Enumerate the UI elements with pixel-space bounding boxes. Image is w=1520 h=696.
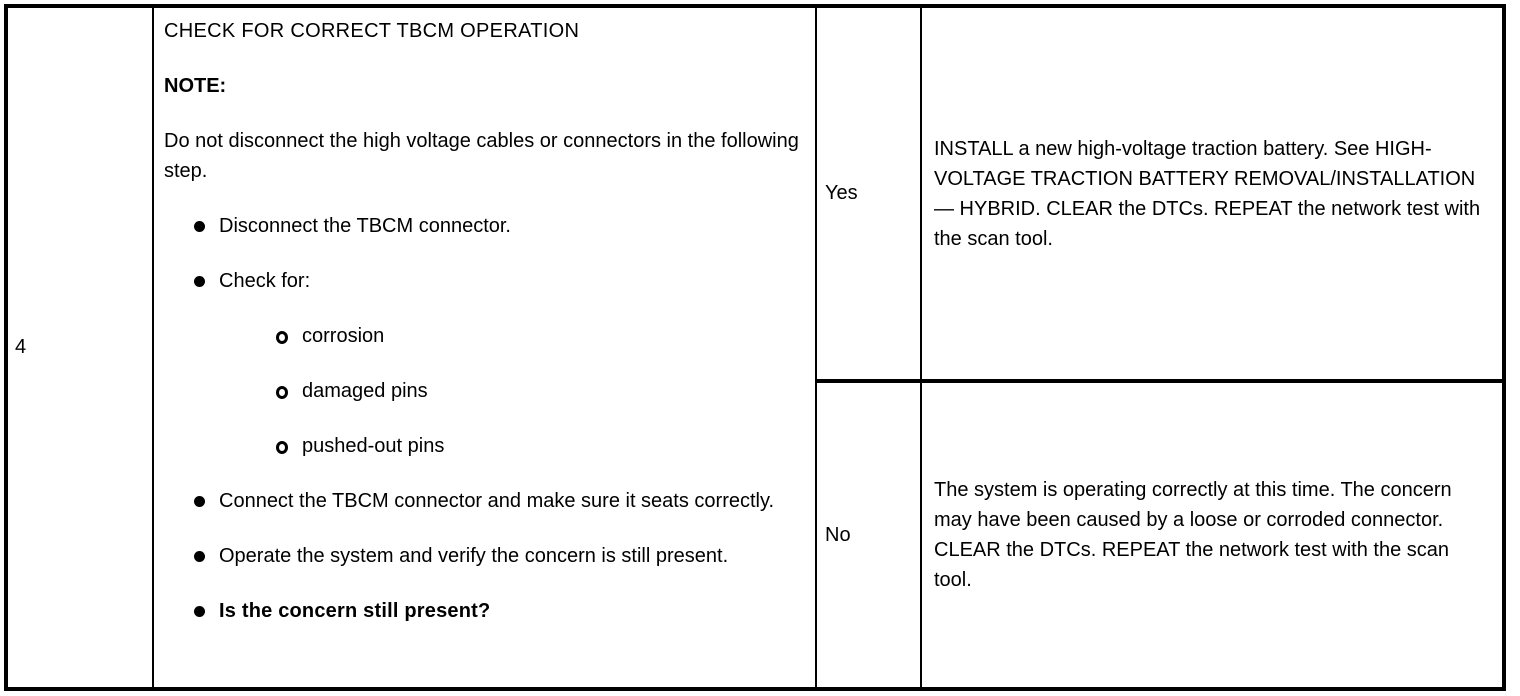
- checklist-item-text: Operate the system and verify the concer…: [219, 545, 729, 567]
- checklist-subitem: corrosion: [276, 321, 805, 351]
- result-cell-no: The system is operating correctly at thi…: [922, 383, 1502, 687]
- circle-bullet-icon: [276, 386, 288, 399]
- checklist-subitem: damaged pins: [276, 376, 805, 406]
- checklist-item-text: Check for:: [219, 270, 311, 292]
- bullet-icon: [194, 221, 205, 232]
- answer-cell-yes: Yes: [817, 8, 922, 383]
- checklist-item-text: Is the concern still present?: [219, 600, 491, 622]
- result-text-yes: INSTALL a new high-voltage traction batt…: [934, 137, 1481, 250]
- circle-bullet-icon: [276, 331, 288, 344]
- bullet-icon: [194, 606, 205, 617]
- checklist-item: Disconnect the TBCM connector.: [194, 211, 805, 241]
- checklist-item-text: damaged pins: [302, 380, 428, 402]
- checklist-subitem: pushed-out pins: [276, 431, 805, 461]
- bullet-icon: [194, 551, 205, 562]
- result-text-no: The system is operating correctly at thi…: [934, 479, 1452, 591]
- checklist-item-text: Disconnect the TBCM connector.: [219, 215, 511, 237]
- note-label: NOTE:: [164, 75, 227, 97]
- checklist-item-text: corrosion: [302, 325, 385, 347]
- step-number-cell: 4: [8, 8, 154, 687]
- result-cell-yes: INSTALL a new high-voltage traction batt…: [922, 8, 1502, 383]
- checklist: Disconnect the TBCM connector. Check for…: [164, 211, 805, 626]
- answer-label-no: No: [825, 523, 851, 546]
- bullet-icon: [194, 276, 205, 287]
- checklist-item-text: pushed-out pins: [302, 435, 445, 457]
- answer-label-yes: Yes: [825, 182, 858, 204]
- action-cell: CHECK FOR CORRECT TBCM OPERATION NOTE: D…: [154, 8, 817, 687]
- checklist-item: Connect the TBCM connector and make sure…: [194, 486, 805, 516]
- checklist-item: Check for:: [194, 266, 805, 296]
- bullet-icon: [194, 496, 205, 507]
- diagnostic-procedure-table: 4 CHECK FOR CORRECT TBCM OPERATION NOTE:…: [4, 4, 1506, 691]
- answer-cell-no: No: [817, 383, 922, 687]
- note-text: Do not disconnect the high voltage cable…: [164, 130, 799, 182]
- checklist-item-question: Is the concern still present?: [194, 596, 805, 626]
- checklist-item: Operate the system and verify the concer…: [194, 541, 805, 571]
- checklist-item-text: Connect the TBCM connector and make sure…: [219, 490, 775, 512]
- step-number: 4: [15, 336, 27, 358]
- circle-bullet-icon: [276, 441, 288, 454]
- action-title: CHECK FOR CORRECT TBCM OPERATION: [164, 20, 580, 42]
